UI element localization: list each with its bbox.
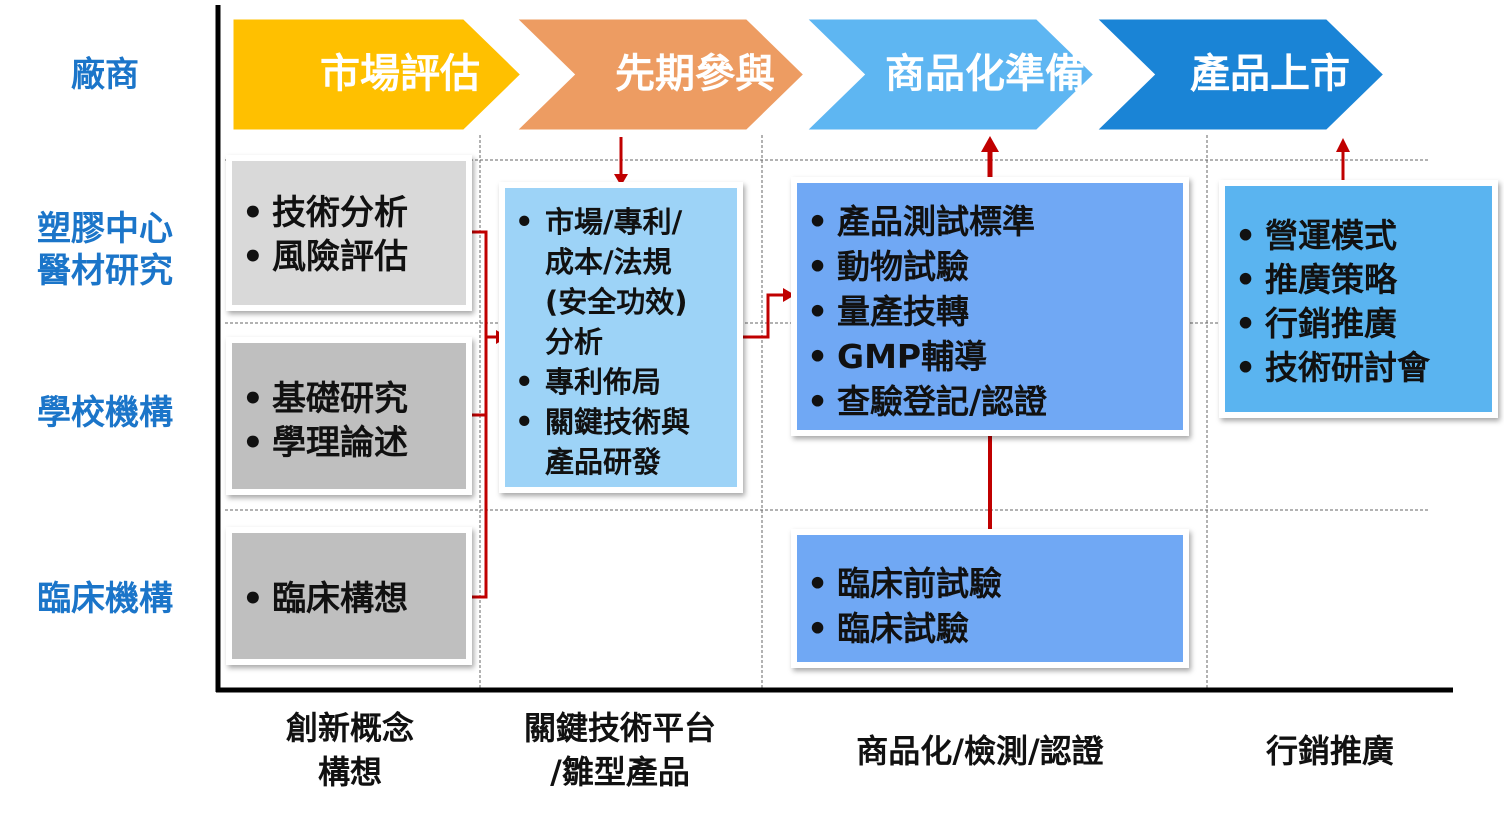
arrow-head-icon: [614, 174, 628, 186]
row-label-line: 醫材研究: [37, 251, 173, 291]
list-item: 臨床試驗: [797, 606, 1183, 651]
stage-early-participation: 先期參與: [615, 51, 775, 97]
box-clinical-concept: 臨床構想: [226, 527, 472, 665]
list-item: 學理論述: [232, 421, 466, 465]
column-label-innovation: 創新概念 構想: [240, 706, 460, 794]
stage-chevron: [801, 16, 1098, 133]
row-label-school: 學校機構: [37, 393, 173, 433]
list-item-line: 關鍵技術與: [545, 405, 691, 439]
list-item: 產品測試標準: [797, 199, 1183, 244]
box-marketing: 營運模式 推廣策略 行銷推廣 技術研討會: [1219, 180, 1498, 418]
stage-chevron: [1091, 16, 1388, 133]
list-item: GMP輔導: [797, 334, 1183, 379]
column-label-marketing: 行銷推廣: [1265, 732, 1394, 770]
list-item: 臨床前試驗: [797, 561, 1183, 606]
column-label-line: /雛型產品: [550, 753, 690, 791]
list-item: 動物試驗: [797, 244, 1183, 289]
box-platform: 市場/專利/ 成本/法規 (安全功效) 分析 專利佈局 關鍵技術與 產品研發: [499, 182, 743, 493]
box-commercialization: 產品測試標準 動物試驗 量產技轉 GMP輔導 查驗登記/認證: [791, 177, 1189, 436]
list-item: 關鍵技術與 產品研發: [505, 402, 737, 482]
column-label-line: 創新概念: [285, 709, 414, 747]
list-item: 技術分析: [232, 191, 466, 235]
list-item: 營運模式: [1225, 214, 1492, 258]
row-label-line: 塑膠中心: [37, 209, 173, 249]
list-item: 推廣策略: [1225, 258, 1492, 302]
stage-chevron: [230, 16, 525, 133]
list-item: 市場/專利/ 成本/法規 (安全功效) 分析: [505, 202, 737, 362]
list-item-line: 產品研發: [545, 445, 662, 479]
connector-arrows: [468, 137, 1345, 599]
list-item-line: 成本/法規: [545, 245, 672, 279]
arrow-head-icon: [783, 288, 795, 302]
list-item-line: 市場/專利/: [545, 205, 683, 239]
stage-chevrons: [230, 16, 1388, 133]
list-item: 基礎研究: [232, 377, 466, 421]
column-label-platform: 關鍵技術平台 /雛型產品: [495, 706, 745, 794]
stage-commercialization-prep: 商品化準備: [885, 51, 1085, 97]
arrow-head-icon: [1336, 138, 1350, 152]
list-item: 量產技轉: [797, 289, 1183, 334]
row-label-vendor: 廠商: [71, 55, 139, 95]
arrow-line: [739, 293, 785, 339]
list-item: 查驗登記/認證: [797, 379, 1183, 424]
row-label-plastics-center: 塑膠中心 醫材研究: [10, 208, 200, 292]
stage-chevron: [511, 16, 808, 133]
list-item-line: 分析: [545, 325, 604, 359]
list-item: 行銷推廣: [1225, 302, 1492, 346]
list-item: 風險評估: [232, 235, 466, 279]
arrow-head-icon: [981, 136, 999, 152]
box-preclinical: 臨床前試驗 臨床試驗: [791, 529, 1189, 668]
column-label-line: 構想: [317, 753, 382, 791]
list-item: 專利佈局: [505, 362, 737, 402]
box-tech-analysis: 技術分析風險評估: [226, 155, 472, 311]
column-label-commercialization: 商品化/檢測/認證: [856, 732, 1104, 770]
box-basic-research: 基礎研究學理論述: [226, 337, 472, 495]
row-label-clinical: 臨床機構: [37, 579, 173, 619]
stage-product-launch: 產品上市: [1190, 51, 1350, 97]
list-item: 技術研討會: [1225, 346, 1492, 390]
list-item-line: (安全功效): [545, 285, 688, 319]
list-item: 臨床構想: [232, 577, 466, 621]
column-label-line: 關鍵技術平台: [523, 709, 716, 747]
stage-market-assessment: 市場評估: [320, 51, 480, 97]
